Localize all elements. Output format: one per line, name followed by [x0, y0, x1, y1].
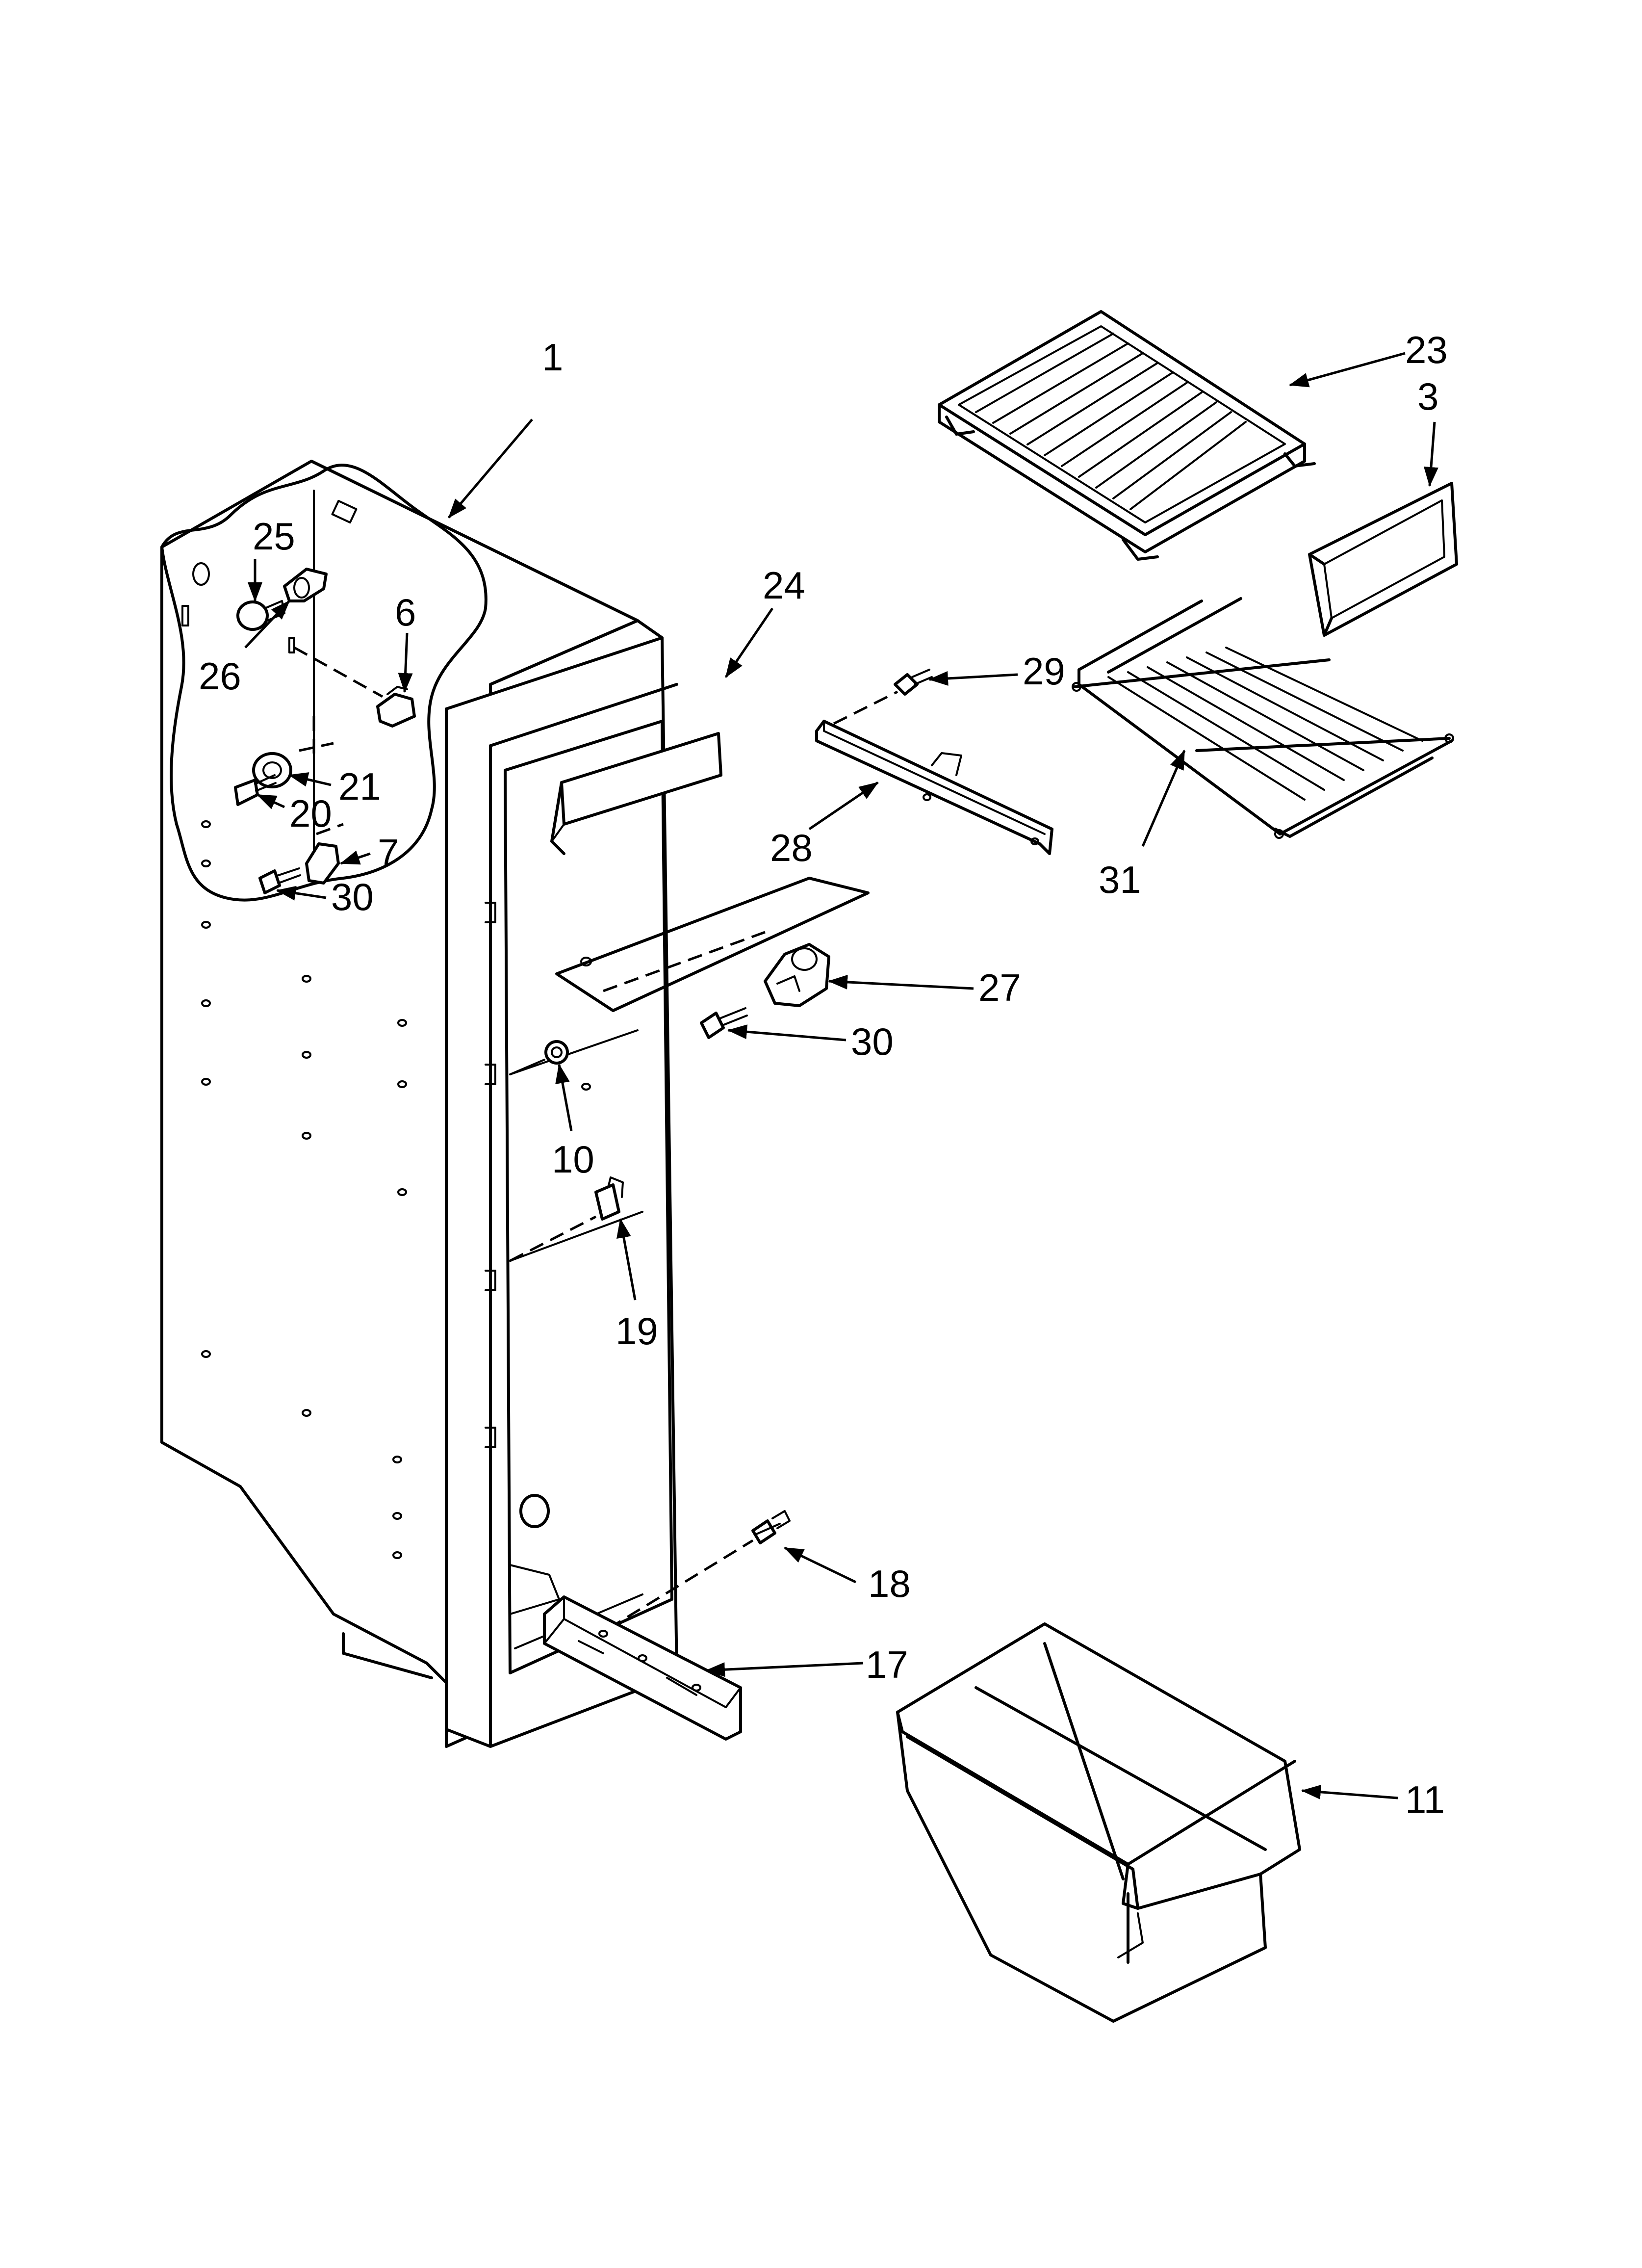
callout-1: 1 — [542, 336, 563, 379]
wire-shelf-rods — [1107, 647, 1423, 801]
callout-26: 26 — [199, 654, 241, 698]
part-18-screw — [751, 1510, 791, 1544]
callout-25: 25 — [253, 515, 295, 558]
part-23-shelf — [938, 310, 1316, 561]
callout-19: 19 — [616, 1309, 658, 1353]
callout-27: 27 — [978, 966, 1021, 1009]
part-17-bracket — [543, 1595, 742, 1741]
callout-11: 11 — [1405, 1778, 1445, 1821]
callout-30-left: 30 — [331, 875, 374, 918]
callout-21: 21 — [338, 765, 381, 808]
callout-10: 10 — [552, 1138, 594, 1181]
part-21-grommet — [252, 752, 292, 788]
callout-30-right: 30 — [851, 1020, 894, 1063]
part-30-screw-left — [258, 867, 301, 894]
callout-29: 29 — [1023, 650, 1065, 693]
callout-labels: 1 23 3 6 7 25 26 21 20 30 24 28 29 31 27… — [199, 328, 1448, 1821]
part-27-cam — [764, 943, 830, 1007]
callout-18: 18 — [868, 1562, 911, 1605]
callout-17: 17 — [866, 1643, 908, 1686]
callout-23: 23 — [1405, 328, 1448, 371]
part-31-wire-shelf — [1072, 597, 1454, 839]
part-3-pan — [1308, 482, 1458, 637]
part-10-screw — [544, 1040, 569, 1065]
callout-7: 7 — [378, 831, 399, 874]
part-29-screw — [894, 669, 933, 696]
part-24-label-strip — [550, 732, 722, 855]
leader-lines — [244, 352, 1438, 1799]
part-28-bracket — [815, 720, 1053, 855]
shelf-23-ribs — [975, 333, 1247, 510]
side-holes — [201, 820, 591, 1559]
part-7-bracket — [305, 842, 340, 885]
callout-31: 31 — [1099, 858, 1141, 901]
part-19-switch — [594, 1176, 624, 1221]
part-11-bin — [896, 1622, 1301, 2023]
callout-6: 6 — [395, 591, 416, 634]
cabinet-liner — [160, 460, 678, 1748]
callout-3: 3 — [1417, 375, 1438, 418]
callout-20: 20 — [289, 792, 332, 835]
callout-28: 28 — [770, 826, 813, 869]
part-30-screw-right — [700, 1007, 748, 1039]
callout-24: 24 — [763, 564, 805, 607]
